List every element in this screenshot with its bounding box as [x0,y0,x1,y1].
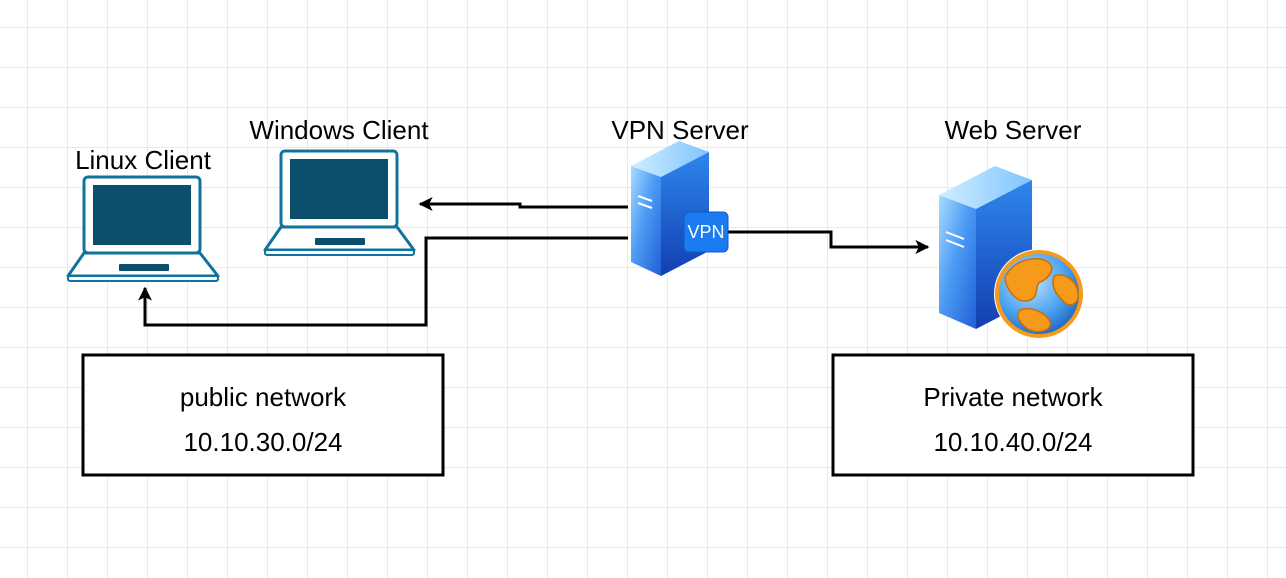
private-network-name: Private network [923,382,1103,412]
windows-client-node[interactable]: Windows Client [249,115,429,256]
connector-vpn-to-web-server[interactable] [728,230,930,254]
web-server-node[interactable]: Web Server [939,115,1084,339]
connector-vpn-to-linux-client[interactable] [138,236,628,327]
vpn-badge: VPN [683,211,729,253]
laptop-icon [263,149,416,256]
private-network-box[interactable]: Private network 10.10.40.0/24 [831,353,1195,477]
globe-icon [994,249,1084,339]
public-network-cidr: 10.10.30.0/24 [183,427,342,457]
linux-client-node[interactable]: Linux Client [66,145,220,282]
public-network-box[interactable]: public network 10.10.30.0/24 [81,353,445,477]
server-icon [631,141,709,276]
connector-vpn-to-windows-client[interactable] [418,197,628,211]
laptop-icon [66,175,220,282]
private-network-cidr: 10.10.40.0/24 [933,427,1092,457]
web-server-label: Web Server [945,115,1082,145]
windows-client-label: Windows Client [249,115,429,145]
connections [138,197,930,327]
vpn-badge-label: VPN [687,222,724,242]
vpn-server-node[interactable]: VPN VPN Server [611,115,749,276]
vpn-server-label: VPN Server [611,115,749,145]
public-network-name: public network [180,382,347,412]
linux-client-label: Linux Client [75,145,212,175]
